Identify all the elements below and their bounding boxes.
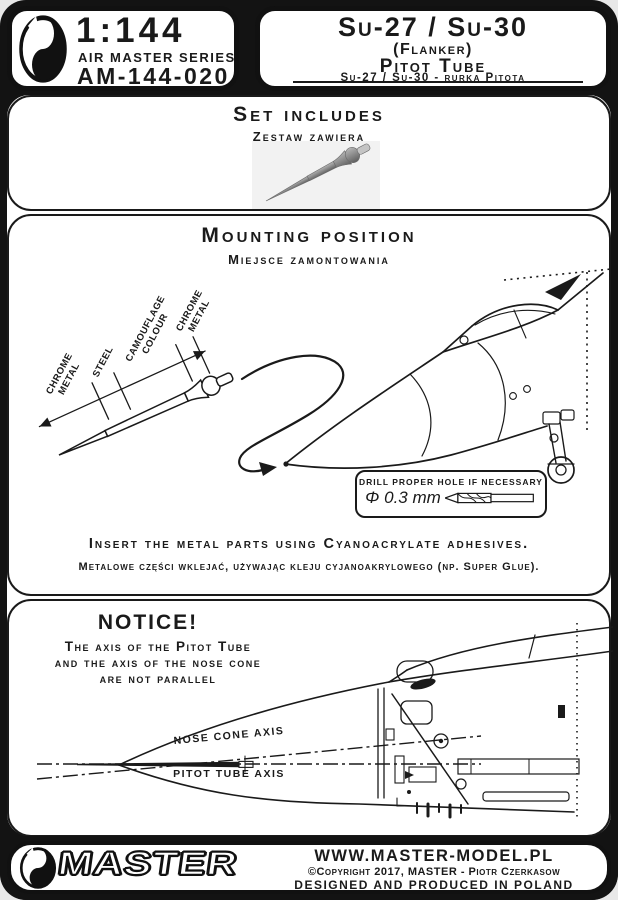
website-url: WWW.MASTER-MODEL.PL: [314, 847, 554, 865]
pitot-part-image: [265, 143, 371, 202]
drill-note-box: DRILL PROPER HOLE IF NECESSARY Φ 0.3 mm: [355, 470, 547, 518]
curved-arrow-icon: [238, 354, 345, 476]
aircraft-nose-drawing: [283, 272, 604, 484]
title-subtitle-pl: Su-27 / Su-30 - rurka Pitota: [340, 72, 526, 84]
master-logo-icon: [19, 847, 57, 889]
mounting-subtitle-pl: Miejsce zamontowania: [228, 252, 390, 267]
product-name: Pitot Tube: [379, 56, 487, 77]
drill-note-text: DRILL PROPER HOLE IF NECESSARY: [359, 477, 543, 487]
master-logo-icon: [19, 15, 67, 83]
glue-instruction-pl: Metalowe części wklejać, używając kleju …: [78, 561, 540, 573]
set-includes-title: Set includes: [233, 103, 385, 126]
pitot-tube-axis-label: PITOT TUBE AXIS: [173, 768, 285, 780]
copyright-text: ©Copyright 2017, MASTER - Piotr Czerkaso…: [307, 866, 561, 878]
mounting-position-panel: Mounting position Miejsce zamontowania: [7, 214, 613, 596]
footer-panel: MASTER WWW.MASTER-MODEL.PL ©Copyright 20…: [7, 841, 611, 894]
dotted-border: [503, 268, 613, 434]
nose-cone-axis-line: [36, 735, 482, 780]
axis-lines: [36, 735, 482, 780]
drill-diameter: Φ 0.3 mm: [365, 488, 441, 507]
title-divider: [293, 81, 583, 83]
pitot-part-photo: [252, 141, 380, 209]
set-includes-panel: Set includes Zestaw zawiera: [7, 95, 611, 211]
sheet-background: [7, 95, 611, 836]
drill-bit-icon: [444, 492, 534, 504]
mounting-title: Mounting position: [201, 224, 417, 247]
header-left-panel: 1:144 AIR MASTER SERIES AM-144-020: [7, 6, 239, 91]
notice-line-1: The axis of the Pitot Tube: [64, 639, 252, 654]
variant-label: (Flanker): [393, 41, 473, 58]
product-code: AM-144-020: [77, 63, 230, 89]
axis-diagram: [36, 623, 613, 819]
notice-text: The axis of the Pitot Tube and the axis …: [13, 639, 303, 688]
page-title: Su-27 / Su-30: [337, 12, 528, 42]
notice-title: NOTICE!: [97, 611, 199, 634]
header-title-panel: Su-27 / Su-30 (Flanker) Pitot Tube Su-27…: [255, 6, 611, 91]
set-includes-subtitle-pl: Zestaw zawiera: [252, 129, 366, 144]
series-label: AIR MASTER SERIES: [78, 50, 236, 65]
scale-label: 1:144: [76, 11, 186, 50]
notice-panel: NOTICE! The axis of the Pitot Tube and t…: [7, 599, 613, 837]
glue-instruction-en: Insert the metal parts using Cyanoacryla…: [88, 536, 530, 552]
aircraft-profile-drawing: [77, 626, 613, 819]
notice-line-3: are not parallel: [99, 671, 217, 687]
pitot-tube-drawing: [38, 336, 234, 456]
notice-line-2: and the axis of the nose cone: [54, 655, 262, 671]
made-in-text: DESIGNED AND PRODUCED IN POLAND: [294, 878, 574, 892]
brand-wordmark: MASTER: [55, 844, 241, 883]
mounting-diagram: [38, 268, 613, 484]
